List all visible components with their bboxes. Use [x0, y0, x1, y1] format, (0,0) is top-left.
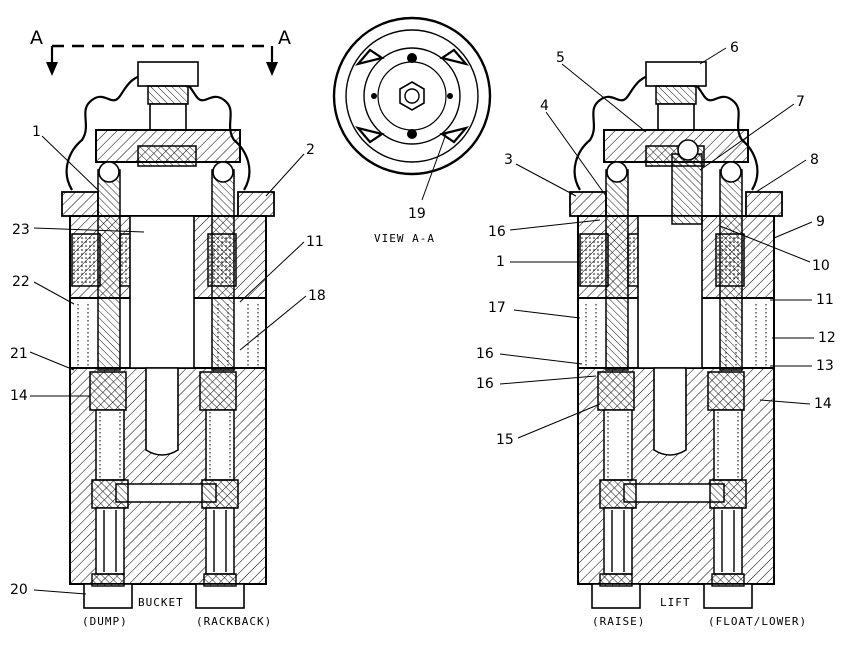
callout-15: 15: [496, 432, 514, 448]
callout-14-right: 14: [814, 396, 832, 412]
lift-label: LIFT: [660, 596, 691, 609]
callout-11: 11: [306, 234, 324, 250]
lift-valve-section: [568, 60, 784, 610]
top-view: VIEW A-A: [332, 16, 492, 245]
callout-3: 3: [504, 152, 513, 168]
section-mark-right: A: [278, 27, 291, 49]
dump-port-label: (DUMP): [82, 615, 128, 628]
section-line: A A: [30, 27, 291, 76]
lift-callouts: 6 5 4 7 3 8 16 9 1 10 17 11 12 16 13 16 …: [476, 40, 836, 448]
callout-19: 19: [408, 206, 426, 222]
callout-20: 20: [10, 582, 28, 598]
callout-16-c: 16: [476, 376, 494, 392]
callout-7: 7: [796, 94, 805, 110]
callout-16-a: 16: [488, 224, 506, 240]
callout-10: 10: [812, 258, 830, 274]
callout-2: 2: [306, 142, 315, 158]
callout-4: 4: [540, 98, 549, 114]
callout-5: 5: [556, 50, 565, 66]
callout-12: 12: [818, 330, 836, 346]
callout-22: 22: [12, 274, 30, 290]
float-lower-port-label: (FLOAT/LOWER): [708, 615, 807, 628]
callout-13: 13: [816, 358, 834, 374]
callout-23: 23: [12, 222, 30, 238]
callout-9: 9: [816, 214, 825, 230]
callout-21: 21: [10, 346, 28, 362]
callout-8: 8: [810, 152, 819, 168]
callout-17: 17: [488, 300, 506, 316]
top-view-callouts: 19: [408, 133, 447, 222]
callout-14: 14: [10, 388, 28, 404]
raise-port-label: (RAISE): [592, 615, 645, 628]
bucket-callouts: 1 2 23 11 22 18 21 14 20: [10, 124, 326, 598]
bucket-label: BUCKET: [138, 596, 184, 609]
callout-11-right: 11: [816, 292, 834, 308]
callout-18: 18: [308, 288, 326, 304]
port-labels: BUCKET (DUMP) (RACKBACK) LIFT (RAISE) (F…: [82, 596, 807, 628]
view-caption: VIEW A-A: [374, 232, 435, 245]
callout-1: 1: [32, 124, 41, 140]
section-mark-left: A: [30, 27, 43, 49]
rackback-port-label: (RACKBACK): [196, 615, 272, 628]
callout-6: 6: [730, 40, 739, 56]
callout-1-right: 1: [496, 254, 505, 270]
callout-16-b: 16: [476, 346, 494, 362]
bucket-valve-section: [60, 60, 276, 610]
